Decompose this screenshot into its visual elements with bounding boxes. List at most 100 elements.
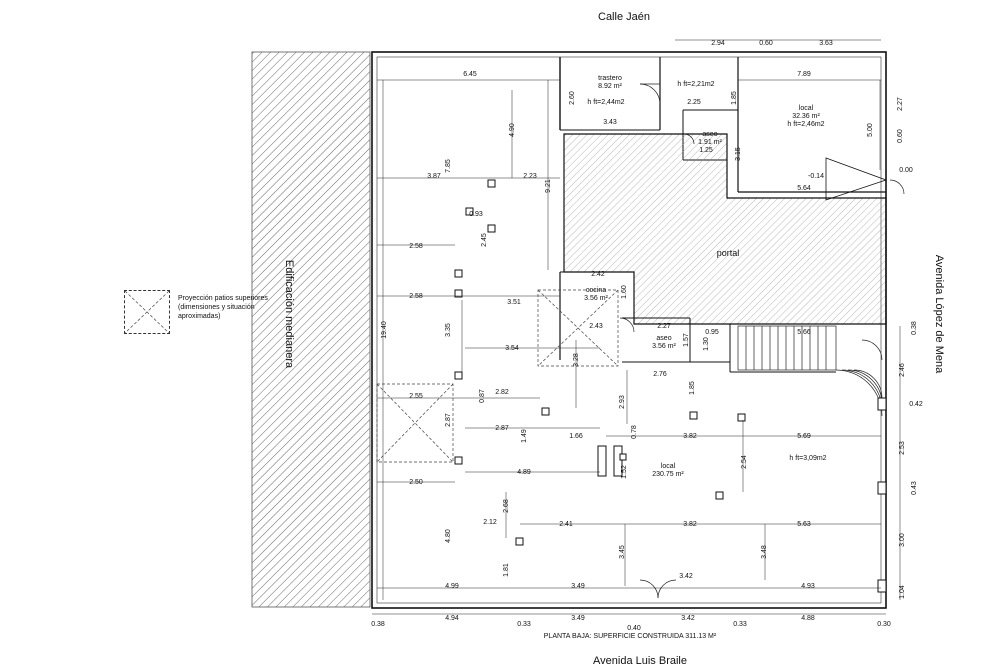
svg-text:0.60: 0.60 (897, 129, 904, 143)
doors (619, 83, 905, 599)
svg-text:2.68: 2.68 (503, 499, 510, 513)
svg-text:2.42: 2.42 (591, 271, 605, 278)
svg-text:2.27: 2.27 (657, 323, 671, 330)
room-aseo1-name: aseo (702, 131, 717, 138)
legend-line-1: Proyección patios superiores (178, 295, 268, 302)
svg-text:2.94: 2.94 (711, 40, 725, 47)
svg-text:0.40: 0.40 (627, 625, 641, 632)
svg-text:2.53: 2.53 (899, 441, 906, 455)
svg-text:2.82: 2.82 (495, 389, 509, 396)
svg-text:2.43: 2.43 (589, 323, 603, 330)
legend-line-2: (dimensiones y situación (178, 304, 255, 311)
legend-patio-symbol (124, 290, 170, 334)
svg-text:19.40: 19.40 (381, 321, 388, 339)
svg-text:2.87: 2.87 (445, 413, 452, 427)
room-cocina-area: 3.56 m² (584, 295, 608, 302)
svg-text:2.45: 2.45 (481, 233, 488, 247)
room-local-big-name: local (661, 463, 676, 470)
party-wall-hatch (251, 51, 371, 608)
columns (454, 179, 887, 593)
svg-text:2.87: 2.87 (495, 425, 509, 432)
street-right: Avenida López de Mena (933, 255, 945, 374)
svg-text:3.00: 3.00 (899, 533, 906, 547)
svg-text:0.78: 0.78 (631, 425, 638, 439)
room-local-big-area: 230.75 m² (652, 471, 684, 478)
room-cocina-name: cocina (586, 287, 606, 294)
svg-text:0.33: 0.33 (517, 621, 531, 628)
svg-text:4.80: 4.80 (445, 529, 452, 543)
svg-text:2.58: 2.58 (409, 243, 423, 250)
room-local-small-height: h ft=2,46m2 (787, 121, 824, 128)
svg-text:2.46: 2.46 (899, 363, 906, 377)
svg-text:1.66: 1.66 (569, 433, 583, 440)
svg-text:3.48: 3.48 (761, 545, 768, 559)
room-local-big-height: h ft=3,09m2 (789, 455, 826, 462)
room-aseo1-area: 1.91 m² (698, 139, 722, 146)
svg-text:5.69: 5.69 (797, 433, 811, 440)
inner-wall-line (376, 56, 882, 604)
svg-text:4.94: 4.94 (445, 615, 459, 622)
room-aseo2-name: aseo (656, 335, 671, 342)
svg-text:1.60: 1.60 (621, 285, 628, 299)
svg-text:0.38: 0.38 (371, 621, 385, 628)
room-trastero-area: 8.92 m² (598, 83, 622, 90)
svg-text:1.81: 1.81 (503, 563, 510, 577)
svg-text:5.63: 5.63 (797, 521, 811, 528)
stairs (737, 325, 883, 417)
svg-text:1.30: 1.30 (703, 337, 710, 351)
legend-line-3: aproximadas) (178, 313, 221, 320)
svg-text:3.45: 3.45 (619, 545, 626, 559)
svg-text:0.43: 0.43 (911, 481, 918, 495)
svg-text:3.35: 3.35 (445, 323, 452, 337)
svg-text:7.85: 7.85 (445, 159, 452, 173)
room-trastero-height: h ft=2,44m2 (587, 99, 624, 106)
svg-text:0.87: 0.87 (479, 389, 486, 403)
svg-text:1.49: 1.49 (521, 429, 528, 443)
svg-text:-0.14: -0.14 (808, 173, 824, 180)
svg-text:3.82: 3.82 (683, 521, 697, 528)
svg-text:4.90: 4.90 (509, 123, 516, 137)
svg-text:2.76: 2.76 (653, 371, 667, 378)
room-local-small-name: local (799, 105, 814, 112)
street-top: Calle Jaén (598, 11, 650, 23)
svg-text:1.85: 1.85 (689, 381, 696, 395)
svg-text:3.49: 3.49 (571, 583, 585, 590)
svg-text:5.00: 5.00 (867, 123, 874, 137)
svg-text:0.30: 0.30 (877, 621, 891, 628)
svg-text:0.95: 0.95 (705, 329, 719, 336)
legend-text: Proyección patios superiores (dimensione… (178, 294, 318, 321)
svg-text:2.60: 2.60 (569, 91, 576, 105)
svg-text:2.58: 2.58 (409, 293, 423, 300)
svg-text:4.93: 4.93 (801, 583, 815, 590)
svg-text:1.04: 1.04 (899, 585, 906, 599)
svg-text:1.52: 1.52 (621, 465, 628, 479)
svg-text:3.42: 3.42 (681, 615, 695, 622)
svg-text:3.54: 3.54 (505, 345, 519, 352)
h-mid-label: h ft=2,21m2 (677, 81, 714, 88)
caption: PLANTA BAJA: SUPERFICIE CONSTRUIDA 311.1… (544, 633, 717, 640)
street-bottom: Avenida Luis Braile (593, 655, 687, 666)
svg-text:2.55: 2.55 (409, 393, 423, 400)
svg-text:1.57: 1.57 (683, 333, 690, 347)
room-aseo2-area: 3.56 m² (652, 343, 676, 350)
svg-text:3.63: 3.63 (819, 40, 833, 47)
svg-text:0.38: 0.38 (911, 321, 918, 335)
dimensions: 2.94 0.60 3.63 6.45 7.89 2.60 2.25 1.85 … (371, 40, 923, 632)
svg-text:0.00: 0.00 (899, 167, 913, 174)
svg-text:3.42: 3.42 (679, 573, 693, 580)
svg-text:5.66: 5.66 (797, 329, 811, 336)
outer-wall (371, 51, 887, 609)
svg-text:3.82: 3.82 (683, 433, 697, 440)
svg-text:6.45: 6.45 (463, 71, 477, 78)
room-local-small-area: 32.36 m² (792, 113, 820, 120)
svg-text:3.87: 3.87 (427, 173, 441, 180)
street-left: Edificación medianera (283, 260, 295, 369)
svg-text:3.43: 3.43 (603, 119, 617, 126)
svg-text:3.51: 3.51 (507, 299, 521, 306)
svg-text:3.49: 3.49 (571, 615, 585, 622)
svg-text:2.27: 2.27 (897, 97, 904, 111)
svg-text:4.89: 4.89 (517, 469, 531, 476)
svg-text:1.85: 1.85 (731, 91, 738, 105)
svg-text:2.41: 2.41 (559, 521, 573, 528)
